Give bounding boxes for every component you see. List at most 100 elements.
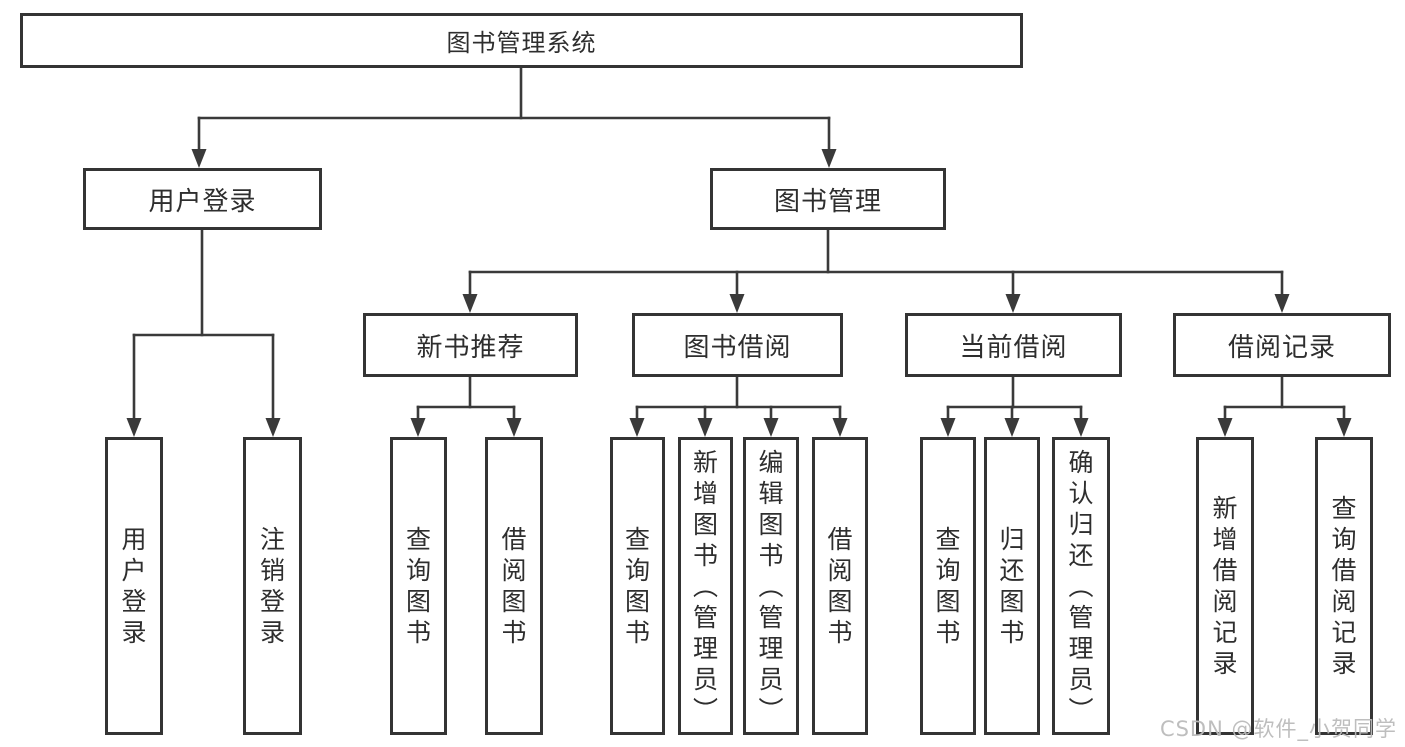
node-label-char: 书 [999,618,1025,647]
arrowhead-icon [506,418,522,437]
node-label-char: 认 [1068,478,1094,508]
node-label-char: 新 [692,447,718,477]
arrowhead-icon [821,149,837,168]
arrowhead-icon [1217,418,1233,437]
node-current-borrow: 当前借阅 [905,313,1122,377]
node-label-char: 阅 [501,556,527,585]
node-borrow-records: 借阅记录 [1173,313,1391,377]
node-label-char: 记 [1212,618,1238,647]
node-label-char: 录 [121,618,147,647]
node-leaf-logout: 注销登录 [243,437,302,735]
node-leaf-bb-query: 查询图书 [610,437,665,735]
node-label-char: 图 [501,587,527,616]
node-label-char: 新 [1212,494,1238,523]
node-label-char: 还 [1068,540,1094,570]
node-label-char: 员 [692,664,718,694]
node-label-char: 还 [999,556,1025,585]
node-leaf-user-login: 用户登录 [105,437,163,735]
node-label-char: 销 [259,556,285,585]
node-label-char: 图 [624,587,650,616]
node-label-char: ︶ [758,695,784,725]
node-leaf-bb-add: 新增图书︵管理员︶ [678,437,733,735]
node-label-char: 管 [692,602,718,632]
node-label-char: 登 [259,587,285,616]
node-label-char: 借 [501,525,527,554]
node-label-char: 录 [1212,649,1238,678]
node-label-char: 登 [121,587,147,616]
arrowhead-icon [763,418,779,437]
node-label-char: 借 [1212,556,1238,585]
node-label-char: 理 [692,633,718,663]
node-label-char: ︶ [1068,695,1094,725]
node-leaf-nb-borrow: 借阅图书 [485,437,543,735]
arrowhead-icon [1004,418,1020,437]
node-label-char: 图 [827,587,853,616]
node-label-char: 询 [405,556,431,585]
node-leaf-bb-borrow: 借阅图书 [812,437,868,735]
arrowhead-icon [1005,294,1021,313]
node-label-char: 用 [121,525,147,554]
arrowhead-icon [1073,418,1089,437]
node-label-char: 员 [1068,664,1094,694]
node-label-char: 记 [1331,618,1357,647]
node-label-char: 图 [758,509,784,539]
node-label-char: 确 [1068,447,1094,477]
node-leaf-cb-query: 查询图书 [920,437,976,735]
node-label-char: 阅 [827,556,853,585]
node-label-char: 图 [692,509,718,539]
arrowhead-icon [1336,418,1352,437]
node-label-char: 书 [501,618,527,647]
node-label-char: 查 [405,525,431,554]
node-book-borrow: 图书借阅 [632,313,843,377]
node-label-char: 询 [935,556,961,585]
node-label-char: 归 [999,525,1025,554]
node-label-char: 户 [121,556,147,585]
node-label-char: 阅 [1331,587,1357,616]
node-label-char: 查 [935,525,961,554]
node-label-char: 查 [1331,494,1357,523]
node-label-char: 编 [758,447,784,477]
node-label-char: 理 [1068,633,1094,663]
node-label-char: 借 [1331,556,1357,585]
node-label-char: 图 [935,587,961,616]
node-label-char: ︵ [692,571,718,601]
node-label-char: 理 [758,633,784,663]
node-label-char: ︶ [692,695,718,725]
node-label-char: 录 [259,618,285,647]
node-label-char: 书 [405,618,431,647]
node-label-char: 辑 [758,478,784,508]
arrowhead-icon [629,418,645,437]
node-label-char: 图 [405,587,431,616]
node-user-login: 用户登录 [83,168,322,230]
node-leaf-cb-confirm: 确认归还︵管理员︶ [1052,437,1110,735]
node-label-char: 增 [1212,525,1238,554]
node-label-char: 归 [1068,509,1094,539]
node-label-char: 图 [999,587,1025,616]
watermark: CSDN @软件_小贺同学 [1159,717,1397,741]
node-new-book: 新书推荐 [363,313,578,377]
arrowhead-icon [126,418,142,437]
node-label-char: 查 [624,525,650,554]
arrowhead-icon [729,294,745,313]
node-label-char: 询 [624,556,650,585]
arrowhead-icon [832,418,848,437]
node-leaf-cb-return: 归还图书 [984,437,1040,735]
arrowhead-icon [697,418,713,437]
node-label-char: 询 [1331,525,1357,554]
node-root: 图书管理系统 [20,13,1023,68]
node-label-char: 书 [692,540,718,570]
arrowhead-icon [1274,294,1290,313]
node-label-char: 书 [935,618,961,647]
arrowhead-icon [462,294,478,313]
node-label-char: 管 [758,602,784,632]
arrowhead-icon [191,149,207,168]
node-label-char: 管 [1068,602,1094,632]
node-label-char: 阅 [1212,587,1238,616]
arrowhead-icon [940,418,956,437]
node-label-char: 书 [624,618,650,647]
node-label-char: 员 [758,664,784,694]
arrowhead-icon [265,418,281,437]
node-label-char: 注 [259,525,285,554]
node-label-char: 增 [692,478,718,508]
